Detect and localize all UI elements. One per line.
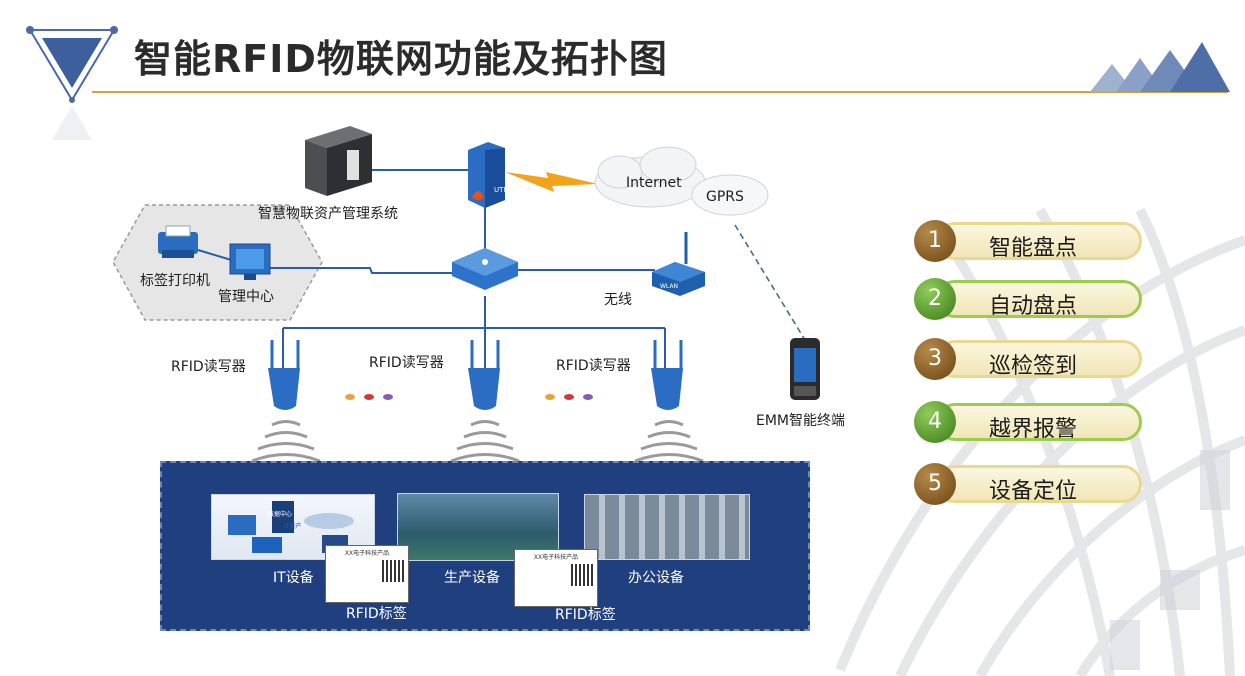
wireless-label: 无线 [604, 292, 632, 308]
feature-item-4: 越界报警 4 [914, 401, 1144, 443]
page-title: 智能RFID物联网功能及拓扑图 [134, 37, 668, 81]
feature-number: 5 [914, 463, 956, 505]
switch-icon [452, 248, 518, 290]
topology-diagram: UTM WLAN [112, 126, 820, 463]
feature-item-1: 智能盘点 1 [914, 220, 1144, 262]
rfid-tag-card: XX电子科技产品 [514, 549, 598, 607]
rfid-reader-icon-1 [268, 340, 300, 410]
feature-label: 智能盘点 [989, 236, 1078, 261]
signal-waves [251, 420, 704, 463]
ellipsis-dot [345, 394, 355, 400]
title-divider [92, 91, 1228, 93]
office-equipment-label: 办公设备 [628, 570, 684, 586]
feature-label: 巡检签到 [989, 354, 1078, 379]
header-logo [26, 26, 118, 140]
rfid-tag-label-1: RFID标签 [346, 606, 407, 622]
feature-item-5: 设备定位 5 [914, 463, 1144, 505]
it-asset-text: IT资产 [284, 523, 302, 530]
printer-label: 标签打印机 [140, 273, 210, 289]
utm-firewall-icon: UTM [468, 142, 509, 208]
ellipsis-dot [564, 394, 574, 400]
server-label: 智慧物联资产管理系统 [258, 206, 398, 222]
terminal-label: EMM智能终端 [756, 413, 846, 429]
cloud-icon [594, 146, 769, 216]
utm-text: UTM [494, 186, 509, 194]
feature-label: 设备定位 [989, 479, 1078, 504]
feature-number: 2 [914, 278, 956, 320]
gprs-label: GPRS [706, 189, 744, 205]
label-printer-icon [158, 225, 198, 258]
ellipsis-dot [583, 394, 593, 400]
reader-label-1: RFID读写器 [171, 359, 246, 375]
rfid-tag-label-2: RFID标签 [555, 607, 616, 623]
feature-label: 自动盘点 [989, 294, 1078, 319]
internet-label: Internet [626, 175, 682, 191]
it-screen-text: 数据中心 [268, 511, 293, 518]
wlan-ap-icon: WLAN [652, 232, 705, 296]
feature-number: 4 [914, 401, 956, 443]
production-equipment-label: 生产设备 [444, 570, 500, 586]
server-icon [305, 126, 372, 196]
it-equipment-label: IT设备 [273, 570, 314, 586]
office-equipment-image [584, 494, 750, 560]
emm-terminal-icon [790, 338, 820, 400]
management-pc-icon [229, 243, 271, 280]
rfid-reader-icon-3 [651, 340, 683, 410]
feature-item-2: 自动盘点 2 [914, 278, 1144, 320]
tag-title: XX电子科技产品 [344, 550, 390, 557]
rfid-reader-icon-2 [468, 340, 500, 410]
feature-number: 3 [914, 338, 956, 380]
ellipsis-dot [383, 394, 393, 400]
feature-item-3: 巡检签到 3 [914, 338, 1144, 380]
ellipsis-dot [545, 394, 555, 400]
feature-number: 1 [914, 220, 956, 262]
wlan-text: WLAN [660, 283, 678, 290]
management-center-label: 管理中心 [218, 289, 274, 305]
rfid-tag-card: XX电子科技产品 [325, 545, 409, 603]
feature-label: 越界报警 [989, 417, 1078, 442]
reader-label-2: RFID读写器 [369, 355, 444, 371]
reader-label-3: RFID读写器 [556, 358, 631, 374]
mountain-decoration [1090, 42, 1230, 92]
ellipsis-dot [364, 394, 374, 400]
tag-title: XX电子科技产品 [533, 554, 579, 561]
